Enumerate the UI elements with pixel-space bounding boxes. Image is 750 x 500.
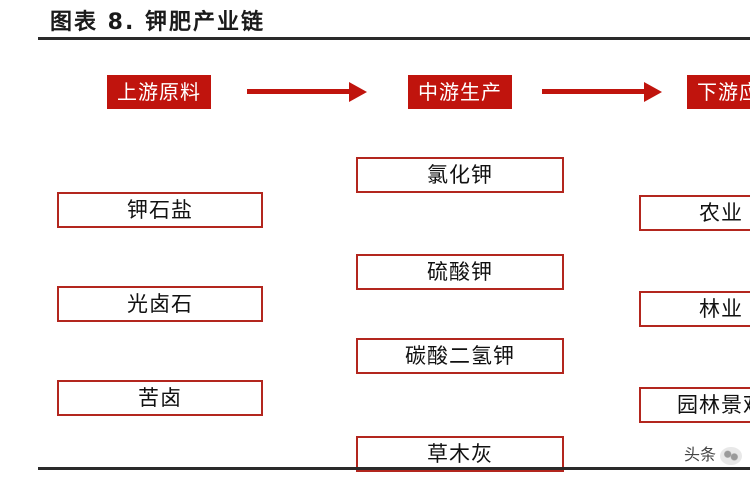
top-rule	[38, 37, 750, 40]
arrow-right-icon	[349, 82, 367, 102]
watermark: 头条	[684, 443, 750, 467]
arrow-shaft	[247, 89, 351, 94]
arrow-upstream-to-midstream	[247, 82, 367, 102]
figure-title: 图表 8. 钾肥产业链	[50, 10, 265, 35]
arrow-midstream-to-downstream	[542, 82, 662, 102]
arrow-shaft	[542, 89, 646, 94]
midstream-item: 碳酸二氢钾	[356, 338, 564, 374]
upstream-item: 钾石盐	[57, 192, 263, 228]
midstream-item: 硫酸钾	[356, 254, 564, 290]
watermark-text: 头条	[684, 445, 717, 464]
logo-icon	[720, 446, 743, 465]
downstream-item: 林业	[639, 291, 750, 327]
upstream-item: 光卤石	[57, 286, 263, 322]
midstream-item: 氯化钾	[356, 157, 564, 193]
midstream-item: 草木灰	[356, 436, 564, 472]
stage-upstream: 上游原料	[107, 75, 211, 109]
downstream-item: 园林景观	[639, 387, 750, 423]
arrow-right-icon	[644, 82, 662, 102]
upstream-item: 苦卤	[57, 380, 263, 416]
downstream-item: 农业	[639, 195, 750, 231]
stage-downstream: 下游应用	[687, 75, 750, 109]
stage-midstream: 中游生产	[408, 75, 512, 109]
bottom-rule	[38, 467, 750, 470]
